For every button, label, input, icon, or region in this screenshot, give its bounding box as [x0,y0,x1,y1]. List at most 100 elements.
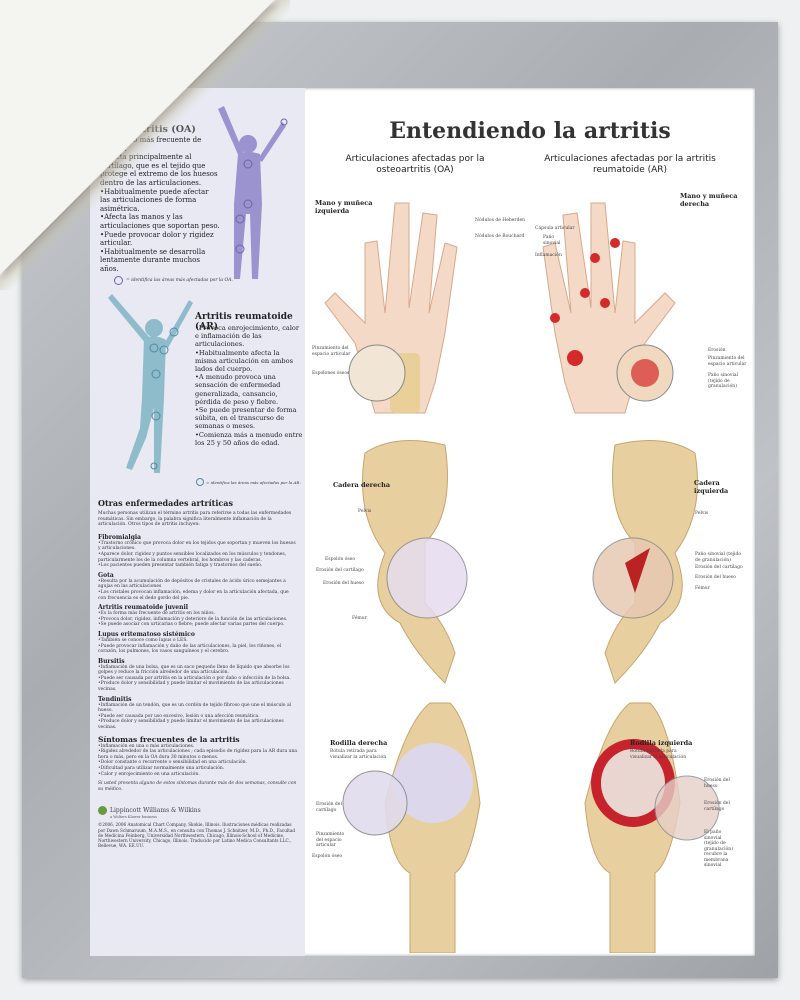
symptom: •Rigidez alrededor de las articulaciones… [98,749,298,760]
label: Erosión del hueso [323,581,364,586]
label: Fémur [352,616,367,621]
label: Nódulos de Heberden [475,218,526,223]
disease-section: Artritis reumatoide juvenil•Es la forma … [98,604,298,628]
label: Pelvis [358,509,372,514]
other-heading: Otras enfermedades artríticas [98,498,233,508]
publisher-logo: Lippincott Williams & Wilkins [98,806,298,816]
disease-item: •Produce dolor y sensibilidad y puede li… [98,719,284,731]
publisher-logo-icon [98,806,107,816]
right-hand-title: Mano y muñeca derecha [680,192,738,208]
left-hip-title: Cadera izquierda [694,479,729,495]
subtitle-ar: Articulaciones afectadas por la artritis… [544,154,716,175]
disease-title: Gota [98,571,114,579]
left-knee-title: Rodilla izquierda [630,739,693,747]
label: Espolones óseos [312,371,350,376]
label: Pinzamiento del espacio articular [316,832,345,848]
symptom: •Dolor constante o recurrente o sensibil… [98,760,247,766]
other-intro: Muchas personas utilizan el término artr… [98,511,292,528]
oa-hand-magnifier [348,344,406,402]
disease-title: Artritis reumatoide juvenil [98,604,189,612]
disease-item: •Provoca dolor, rigidez, inflamación y d… [98,616,288,622]
disease-item: •Produce dolor y sensibilidad y puede li… [98,681,284,693]
ar-body-figure [108,294,193,473]
disease-section: Tendinitis•Inflamación de un tendón, que… [98,696,298,731]
symptom: •Dificultad para utilizar normalmente un… [98,766,225,771]
disease-section: Gota•Resulta por la acumulación de depós… [98,572,298,601]
oa-legend: = identifica las áreas más afectadas por… [126,278,233,283]
publisher-sub: a Wolters Kluwer business [110,815,158,820]
symptom: •Inflamación en una o más articulaciones… [98,743,195,749]
disease-title: Bursitis [98,657,125,665]
ar-bullet: •Comienza más a menudo entre los 25 y 50… [195,430,303,447]
label: Erosión del cartílago [316,802,342,813]
symptoms-list: •Inflamación en una o más articulaciones… [98,744,298,778]
ar-knee-magnifier [654,775,720,841]
disease-item: •Inflamación de una bolsa, que es un sac… [98,664,290,676]
label: Espolón óseo [312,854,343,859]
symptoms-heading: Síntomas frecuentes de la artritis [98,734,240,744]
oa-knee-magnifier [342,770,408,836]
ar-legend-circle-icon [196,478,204,486]
label: Paño sinovial [543,235,561,246]
ar-heading: Artritis reumatoide (AR) [195,312,293,332]
disease-section: Lupus eritematoso sistémico•También se c… [98,631,298,655]
label: Pelvis [695,511,709,516]
label: Erosión del hueso [704,778,730,789]
anatomical-illustrations [324,202,720,953]
disease-section: Fibromialgia•Trastorno crónico que provo… [98,534,298,569]
right-knee-title: Rodilla derecha [330,739,388,747]
knee-subtitle: Rótula retirada para visualizar la artic… [630,749,687,760]
disease-item: •Puede ser causada por uso excesivo, les… [98,713,260,719]
disease-item: •Aparece dolor, rigidez y puntos sensibl… [98,551,287,563]
ar-legend: = identifica las áreas más afectadas por… [206,480,301,485]
left-hand-title: Mano y muñeca izquierda [315,199,373,215]
label: Paño sinovial (tejido de granulación) [695,552,742,563]
label: El paño sinovial (tejido de granulación)… [704,830,733,868]
disease-item: •Se puede asociar con urticarias o fiebr… [98,622,285,628]
oa-hip-magnifier [386,537,468,619]
oa-hand-illustration [324,202,458,414]
disease-item: •Es la forma más frecuente de artritis e… [98,611,215,617]
copyright: ©2006, 2006 Anatomical Chart Company, Sk… [98,822,296,849]
label: Inflamación [535,253,562,258]
disease-item: •También se conoce como lupus o LES. [98,637,188,643]
ar-bullets: •Provoca enrojecimiento, calor e inflama… [195,324,303,447]
disease-item: •Puede provocar inflamación y daño de la… [98,643,282,655]
subtitle-oa: Articulaciones afectadas por la osteoart… [345,154,485,175]
publisher-name: Lippincott Williams & Wilkins [110,807,201,815]
symptom: •Calor y enrojecimiento en una articulac… [98,771,200,777]
label: Cápsula articular [535,226,575,231]
disease-item: •Los pacientes pueden presentar también … [98,563,263,569]
label: Pinzamiento del espacio articular [708,356,747,367]
disease-item: •Inflamación de un tendón, que es un cor… [98,702,292,714]
other-diseases-section: Otras enfermedades artríticas Muchas per… [98,498,298,848]
poster-title: Entendiendo la artritis [389,118,671,144]
label: Paño sinovial (tejido de granulación) [708,373,739,389]
oa-legend-circle-icon [114,276,123,285]
label: Espolón óseo [325,557,356,562]
disease-item: •Resulta por la acumulación de depósitos… [98,578,286,590]
label: Erosión del hueso [695,575,736,580]
ar-bullet: •Habitualmente afecta la misma articulac… [195,348,293,374]
label: Erosión del cartílago [316,568,364,573]
knee-subtitle: Rótula retirada para visualizar la artic… [330,749,387,760]
label: Pinzamiento del espacio articular [312,346,351,357]
disease-title: Lupus eritematoso sistémico [98,630,195,638]
disease-item: •Los cristales provocan inflamación, ede… [98,589,289,601]
ar-bullet: •Se puede presentar de forma súbita, en … [195,406,297,431]
label: Erosión del cartílago [704,801,730,812]
disease-title: Tendinitis [98,695,132,703]
disease-section: Bursitis•Inflamación de una bolsa, que e… [98,658,298,693]
ar-bullet: •Provoca enrojecimiento, calor e inflama… [195,324,300,349]
disease-title: Fibromialgia [98,533,142,541]
page-curl [0,0,275,275]
disease-item: •Trastorno crónico que provoca dolor en … [98,540,296,552]
label: Nódulos de Bouchard [475,234,525,239]
symptoms-note: Si usted presenta alguno de estos síntom… [98,781,297,792]
label: Erosión del cartílago [695,565,743,570]
label: Erosión [708,348,726,353]
ar-bullet: •A menudo provoca una sensación de enfer… [195,373,281,406]
disease-item: •Puede ser causada por artritis en la ar… [98,675,291,681]
label: Fémur [695,586,710,591]
right-hip-title: Cadera derecha [333,481,391,489]
